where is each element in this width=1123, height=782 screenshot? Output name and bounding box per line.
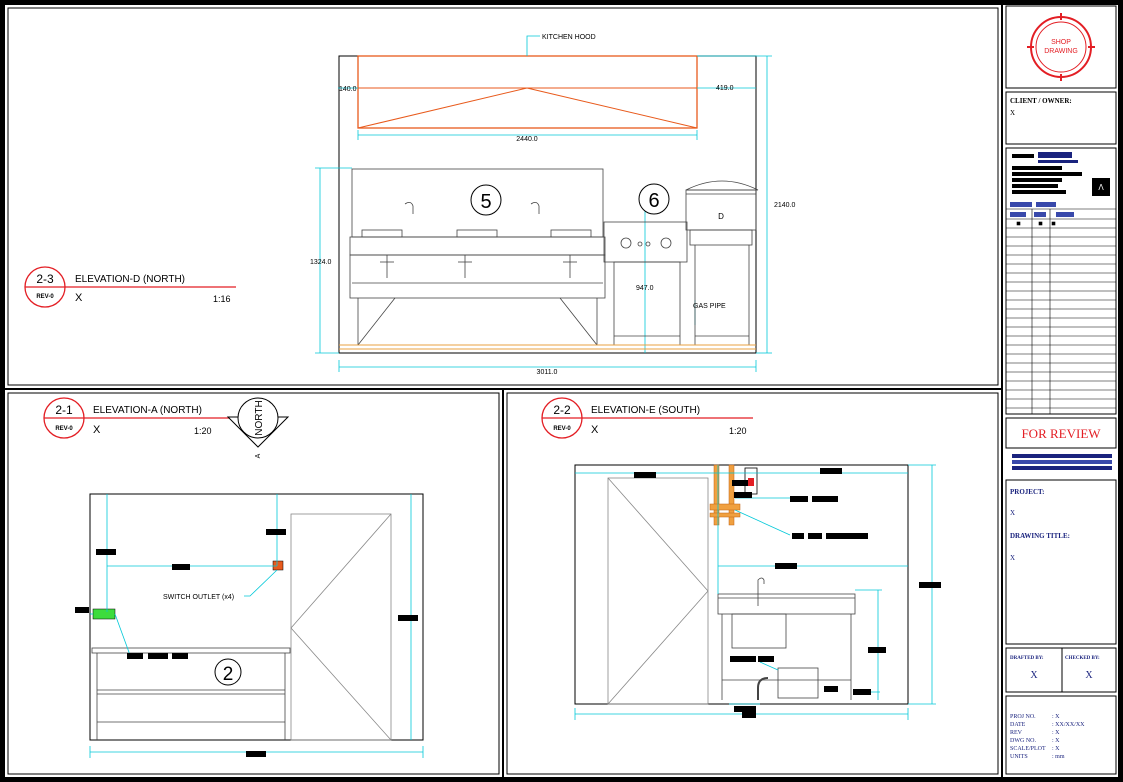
view-tag: 2-3 — [36, 272, 54, 286]
steamer-unit — [685, 180, 759, 345]
view-scale: 1:20 — [729, 426, 747, 436]
dimension-lines — [315, 55, 772, 372]
north-view-letter: A — [255, 453, 262, 458]
elevation-a-view: 2-1 REV-0 ELEVATION-A (NORTH) X 1:20 NOR… — [43, 397, 424, 758]
drawing-title-label: DRAWING TITLE: — [1010, 532, 1070, 540]
revision-table — [1006, 208, 1116, 414]
dim-hood-side: 419.0 — [716, 85, 734, 92]
info-key: DATE — [1010, 722, 1026, 728]
dim-range-height: 1324.0 — [310, 259, 332, 266]
logo-mark-icon: Λ — [1098, 183, 1104, 192]
company-info-redacted: Λ — [1010, 152, 1110, 217]
stamp-line2: DRAWING — [1044, 48, 1078, 55]
dim-grill-height: 947.0 — [636, 285, 654, 292]
client-value: X — [1010, 109, 1015, 117]
hood-label: KITCHEN HOOD — [542, 34, 596, 41]
view-scale: 1:16 — [213, 294, 231, 304]
info-key: UNITS — [1010, 754, 1028, 760]
item-d-label: D — [718, 212, 724, 221]
checked-by-value: X — [1085, 670, 1093, 681]
wok-range — [349, 168, 606, 346]
for-review-label: FOR REVIEW — [1021, 426, 1101, 441]
dim-hood-width: 2440.0 — [516, 136, 538, 143]
project-label: PROJECT: — [1010, 488, 1044, 496]
info-value: : X — [1052, 714, 1060, 720]
elevation-d-view: 2-3 REV-0 ELEVATION-D (NORTH) X 1:16 KIT… — [24, 34, 796, 376]
view-rev: REV-0 — [36, 294, 54, 300]
view-title: ELEVATION-E (SOUTH) — [591, 405, 700, 416]
view-scale: 1:20 — [194, 426, 212, 436]
info-value: : X — [1052, 730, 1060, 736]
title-block: SHOP DRAWING CLIENT / OWNER: X Λ — [1005, 5, 1117, 775]
view-title: ELEVATION-D (NORTH) — [75, 274, 185, 285]
blue-banner-redacted — [1012, 454, 1112, 470]
client-label: CLIENT / OWNER: — [1010, 97, 1072, 105]
view-rev: REV-0 — [553, 426, 571, 432]
north-label: NORTH — [254, 400, 265, 435]
floor-line — [339, 344, 756, 350]
dim-total-height: 2140.0 — [774, 202, 796, 209]
north-arrow: NORTH A — [226, 397, 290, 458]
view-tag: 2-1 — [55, 403, 73, 417]
item-2-tag: 2 — [223, 664, 234, 685]
door-elevation — [607, 477, 709, 705]
info-key: SCALE/PLOT — [1010, 746, 1046, 752]
project-value: X — [1010, 509, 1015, 517]
info-key: PROJ NO. — [1010, 714, 1036, 720]
elevation-e-view: 2-2 REV-0 ELEVATION-E (SOUTH) X 1:20 — [541, 397, 941, 720]
view-rev: REV-0 — [55, 426, 73, 432]
item-5-tag: 5 — [480, 191, 491, 213]
drawing-title-value: X — [1010, 554, 1015, 562]
info-value: : mm — [1052, 754, 1065, 760]
view-subtitle: X — [93, 424, 101, 436]
view-header: 2-2 REV-0 ELEVATION-E (SOUTH) X 1:20 — [541, 397, 753, 439]
info-table: PROJ NO. : X DATE : XX/XX/XX REV : X DWG… — [1010, 714, 1085, 760]
drafted-by-value: X — [1030, 670, 1038, 681]
info-key: REV — [1010, 730, 1023, 736]
gas-pipe-label: GAS PIPE — [693, 303, 726, 310]
stamp-line1: SHOP — [1051, 39, 1071, 46]
view-header: 2-1 REV-0 ELEVATION-A (NORTH) X 1:20 — [43, 397, 230, 439]
kitchen-hood: KITCHEN HOOD — [357, 34, 698, 129]
info-value: : X — [1052, 738, 1060, 744]
info-value: : XX/XX/XX — [1052, 722, 1085, 728]
redacted-dims — [634, 468, 941, 718]
drafted-by-label: DRAFTED BY: — [1010, 656, 1044, 661]
checked-by-label: CHECKED BY: — [1065, 656, 1100, 661]
dim-hood-height: 140.0 — [339, 86, 357, 93]
item-6-tag: 6 — [648, 190, 659, 212]
sink-unit — [717, 577, 856, 700]
info-key: DWG NO. — [1010, 738, 1036, 744]
power-outlet-icon — [92, 608, 116, 620]
work-table — [91, 647, 291, 740]
dim-total-width: 3011.0 — [537, 369, 558, 376]
view-subtitle: X — [75, 292, 83, 304]
view-tag: 2-2 — [553, 403, 571, 417]
view-title: ELEVATION-A (NORTH) — [93, 405, 202, 416]
shop-drawing-stamp: SHOP DRAWING — [1027, 13, 1095, 81]
view-subtitle: X — [591, 424, 599, 436]
view-header: 2-3 REV-0 ELEVATION-D (NORTH) X 1:16 — [24, 266, 236, 308]
door-elevation — [290, 513, 392, 741]
switch-outlet-label: SWITCH OUTLET (x4) — [163, 594, 234, 601]
switch-outlet-icon — [272, 560, 284, 571]
info-value: : X — [1052, 746, 1060, 752]
redacted-dims — [75, 529, 418, 757]
